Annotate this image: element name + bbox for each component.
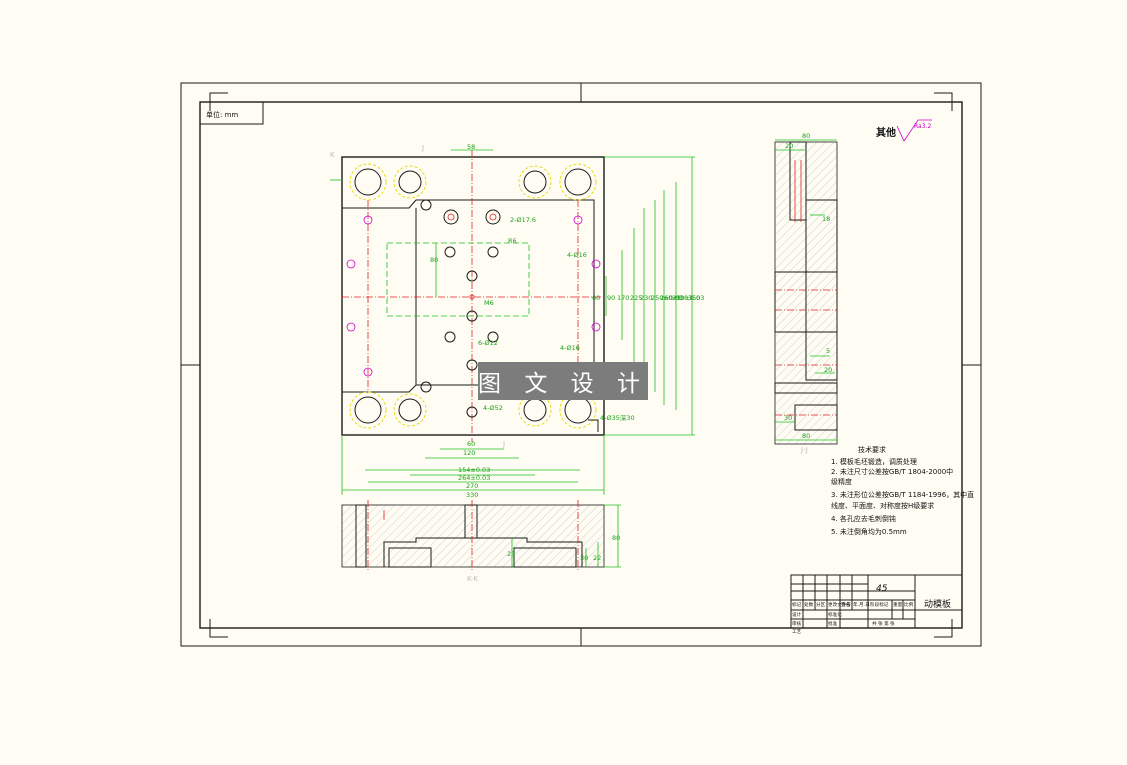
svg-text:270: 270 — [466, 482, 478, 490]
svg-text:22: 22 — [593, 554, 601, 562]
svg-text:25: 25 — [507, 550, 515, 558]
section-kk-label: K-K — [467, 575, 478, 583]
svg-text:30: 30 — [784, 414, 792, 422]
svg-text:18: 18 — [822, 215, 830, 223]
svg-text:30: 30 — [580, 554, 588, 562]
svg-text:5: 5 — [826, 347, 830, 355]
side-dimensions — [775, 139, 837, 441]
roughness-value: Ra3.2 — [914, 123, 931, 130]
svg-text:6-Ø12: 6-Ø12 — [478, 339, 498, 347]
svg-text:58: 58 — [467, 143, 475, 151]
front-view: K J J — [330, 144, 605, 448]
front-dim-texts: 58 60 120 154±0.03 264±0.03 270 330 80 3… — [430, 143, 704, 499]
svg-text:4-Ø16: 4-Ø16 — [567, 251, 587, 259]
section-j-bottom: J — [502, 440, 505, 448]
svg-text:4-Ø52: 4-Ø52 — [483, 404, 503, 412]
svg-text:审核: 审核 — [792, 620, 802, 627]
svg-text:264±0.03: 264±0.03 — [458, 474, 490, 482]
svg-text:80: 80 — [802, 432, 810, 440]
svg-text:225: 225 — [630, 294, 642, 302]
svg-text:年.月.日: 年.月.日 — [853, 601, 870, 608]
watermark-banner: 图 文 设 计 — [478, 362, 648, 400]
svg-text:标记: 标记 — [792, 601, 802, 608]
section-kk-view: K-K — [341, 500, 605, 583]
roughness-symbol — [896, 119, 932, 142]
svg-text:230: 230 — [640, 294, 652, 302]
unit-box — [199, 101, 264, 125]
svg-text:20: 20 — [785, 142, 793, 150]
svg-text:260±0.03: 260±0.03 — [660, 294, 692, 302]
svg-text:2. 未注尺寸公差按GB/T 1804-2000中: 2. 未注尺寸公差按GB/T 1804-2000中 — [831, 467, 953, 476]
svg-text:分区: 分区 — [816, 601, 826, 608]
section-k-top: K — [330, 151, 335, 159]
unit-label: 单位: mm — [206, 110, 238, 119]
svg-text:3. 未注形位公差按GB/T 1184-1996，其中直: 3. 未注形位公差按GB/T 1184-1996，其中直 — [831, 490, 974, 499]
section-j-top: J — [421, 144, 424, 152]
svg-text:60: 60 — [592, 294, 600, 302]
svg-text:设计: 设计 — [792, 611, 802, 618]
svg-text:4. 各孔应去毛刺倒钝: 4. 各孔应去毛刺倒钝 — [831, 514, 896, 523]
svg-text:比例: 比例 — [904, 601, 914, 608]
svg-text:90: 90 — [607, 294, 615, 302]
svg-text:更改文件号: 更改文件号 — [828, 601, 851, 608]
svg-text:4-Ø16: 4-Ø16 — [560, 344, 580, 352]
svg-text:170: 170 — [617, 294, 629, 302]
svg-text:工艺: 工艺 — [792, 629, 802, 635]
tech-requirements: 技术要求 1. 模板毛坯锻造，调质处理 2. 未注尺寸公差按GB/T 1804-… — [831, 445, 974, 536]
svg-text:60: 60 — [467, 440, 475, 448]
svg-text:154±0.03: 154±0.03 — [458, 466, 490, 474]
svg-text:阶段标记: 阶段标记 — [870, 601, 889, 608]
svg-text:4-Ø35深30: 4-Ø35深30 — [600, 413, 635, 422]
svg-text:级精度: 级精度 — [831, 477, 852, 486]
svg-text:120: 120 — [463, 449, 475, 457]
svg-text:250±0.03: 250±0.03 — [651, 294, 683, 302]
svg-text:2-Ø17.6: 2-Ø17.6 — [510, 216, 536, 224]
part-name-label: 动模板 — [924, 598, 951, 610]
svg-text:20: 20 — [824, 366, 832, 374]
svg-text:线度、平面度、对称度按H级要求: 线度、平面度、对称度按H级要求 — [831, 501, 934, 510]
kk-dimensions — [511, 504, 621, 568]
svg-text:330: 330 — [466, 491, 478, 499]
side-view-jj: J-J — [774, 141, 838, 454]
roughness-prefix: 其他 — [876, 126, 896, 139]
svg-text:签名: 签名 — [841, 601, 850, 608]
svg-text:80: 80 — [802, 132, 810, 140]
centering-marks — [181, 83, 981, 646]
svg-text:5. 未注倒角均为0.5mm: 5. 未注倒角均为0.5mm — [831, 527, 907, 536]
svg-text:M6: M6 — [484, 299, 494, 307]
tech-req-title: 技术要求 — [858, 445, 886, 454]
svg-text:350: 350 — [688, 294, 700, 302]
front-dimensions — [341, 149, 695, 495]
svg-text:处数: 处数 — [804, 601, 814, 608]
svg-text:290±0.03: 290±0.03 — [672, 294, 704, 302]
svg-text:1. 模板毛坯锻造，调质处理: 1. 模板毛坯锻造，调质处理 — [831, 457, 917, 466]
svg-text:R6: R6 — [508, 237, 517, 245]
svg-text:共 张 第 张: 共 张 第 张 — [872, 620, 895, 627]
svg-text:批准: 批准 — [828, 620, 838, 627]
svg-text:80: 80 — [612, 534, 620, 542]
section-jj-label: J-J — [800, 446, 808, 454]
material-label: 45 — [876, 584, 888, 594]
watermark-text: 图 文 设 计 — [478, 371, 648, 397]
svg-text:80: 80 — [430, 256, 438, 264]
svg-text:重量: 重量 — [893, 601, 903, 608]
title-block: 45 动模板 标记 处数 分区 更改文件号 签名 年.月.日 设计 标准化 阶段… — [790, 574, 963, 635]
svg-text:标准化: 标准化 — [828, 611, 842, 618]
